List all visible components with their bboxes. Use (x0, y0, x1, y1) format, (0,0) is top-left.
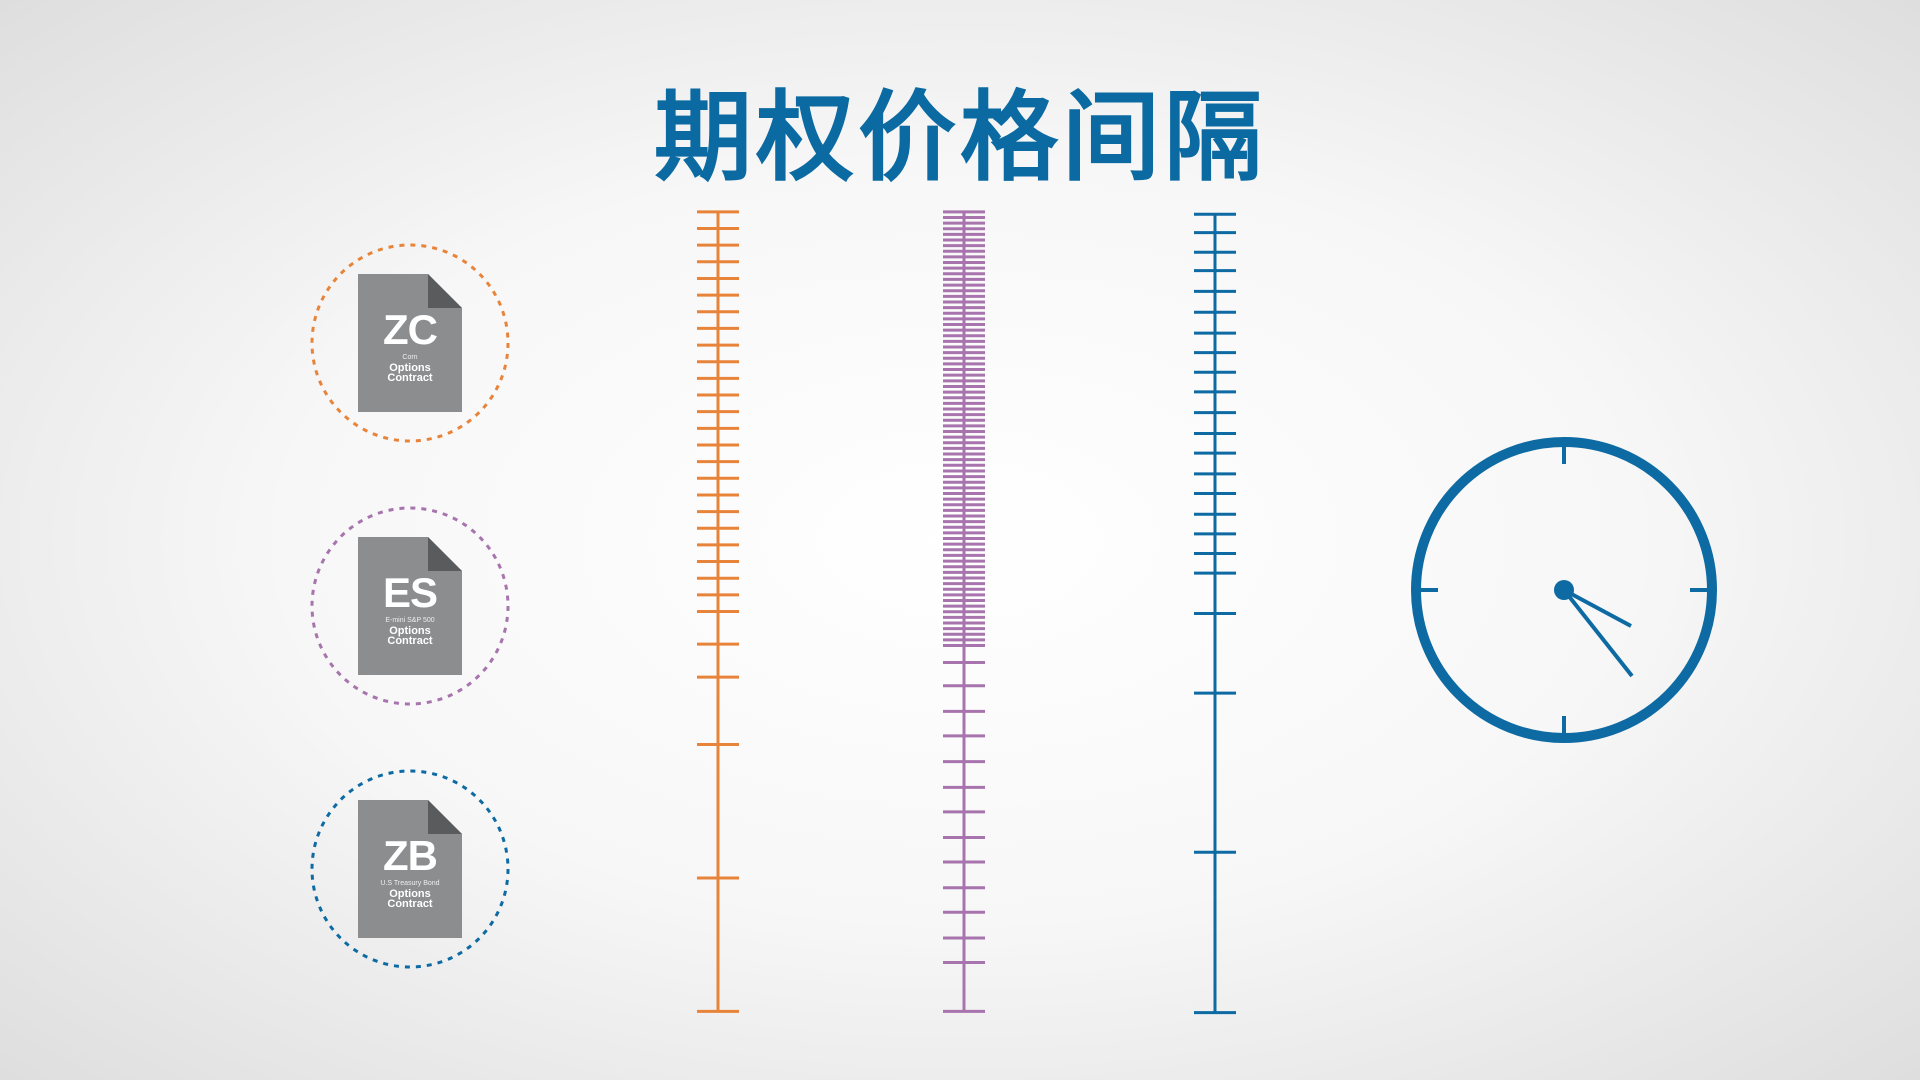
contract-label: Contract (387, 635, 433, 647)
document-icon (358, 537, 462, 675)
document-icon (358, 800, 462, 938)
product-code: ZB (383, 832, 438, 879)
options-label: Options (389, 888, 431, 900)
product-code: ZC (383, 306, 438, 353)
page-title: 期权价格间隔 (653, 81, 1266, 195)
ladder-zc (697, 210, 739, 1013)
contract-label: Contract (387, 372, 433, 384)
product-name: U.S Treasury Bond (380, 880, 440, 887)
document-icon (358, 274, 462, 412)
contract-label: Contract (387, 898, 433, 910)
dashed-circle (310, 769, 510, 969)
options-label: Options (389, 625, 431, 637)
product-name: E-mini S&P 500 (385, 617, 435, 624)
ladder-zb (1194, 212, 1236, 1015)
product-name: Corn (402, 354, 418, 361)
dashed-circle (310, 243, 510, 443)
ladder-es (943, 210, 985, 1013)
options-label: Options (389, 362, 431, 374)
product-code: ES (382, 569, 438, 616)
dashed-circle (310, 506, 510, 706)
